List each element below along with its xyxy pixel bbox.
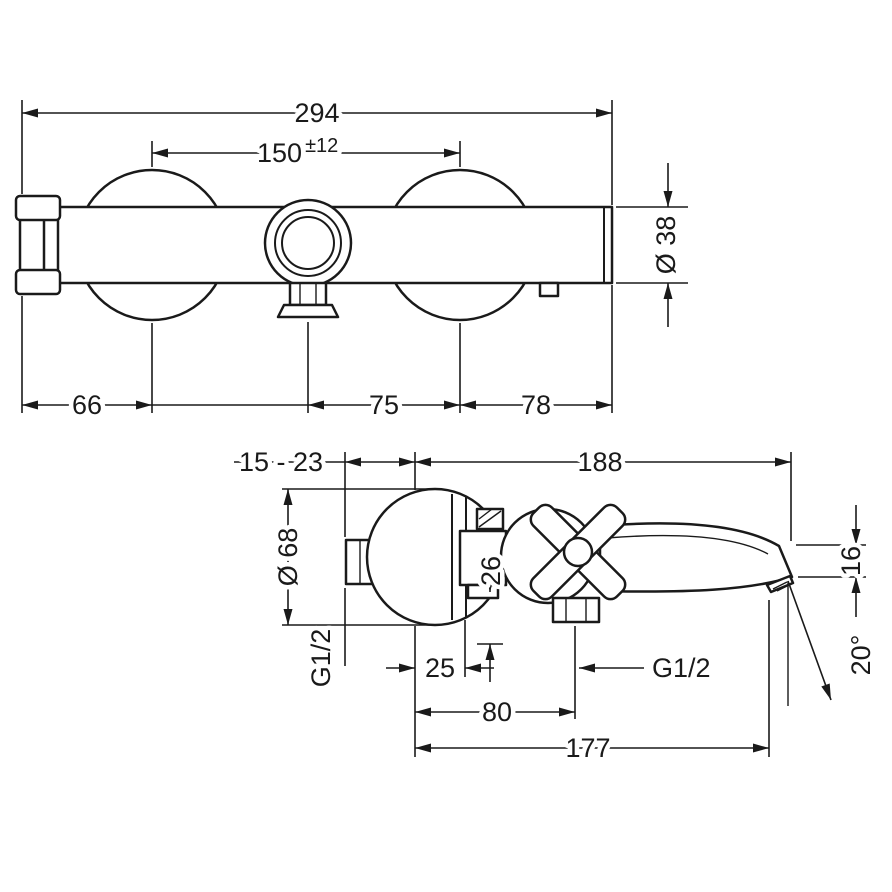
arrowhead — [559, 707, 575, 717]
mid-span-label: 75 — [369, 390, 399, 420]
arrowhead — [283, 489, 293, 505]
dim-front-offset: 25 — [386, 649, 494, 688]
side-view: 15 - 23 188 Ø 68 G1/2 26 — [234, 443, 881, 768]
dim-escutcheon-diameter: Ø 68 — [269, 489, 308, 625]
arrowhead — [415, 743, 431, 753]
spout-angle-label: 20° — [846, 635, 876, 676]
dim-vertical-offset: 26 — [472, 551, 511, 682]
front-view: 294 150±12 Ø 38 66 75 78 — [14, 94, 688, 425]
arrowhead — [345, 457, 361, 467]
front-view-extension-lines — [21, 100, 688, 413]
thermostat-knob-mid — [274, 209, 342, 277]
arrowhead — [753, 743, 769, 753]
arrowhead — [821, 683, 831, 700]
bar-diameter-label: Ø 38 — [651, 216, 681, 275]
escutcheon-diameter-label: Ø 68 — [273, 528, 303, 587]
arrowhead — [415, 707, 431, 717]
arrowhead — [399, 457, 415, 467]
outlet-thread-label: G1/2 — [652, 653, 711, 683]
dim-center-distance: 150±12 — [152, 131, 460, 173]
arrowhead — [579, 663, 595, 673]
thermostat-knob-inner — [281, 216, 335, 270]
vertical-offset-label: 26 — [476, 556, 506, 586]
arrowhead — [851, 577, 861, 593]
front-offset-label: 25 — [425, 653, 455, 683]
left-span-label: 66 — [72, 390, 102, 420]
right-span-label: 78 — [521, 390, 551, 420]
dim-total-depth: 188 — [415, 443, 791, 482]
check-valve-stub — [538, 281, 560, 298]
front-view-shapes — [14, 168, 614, 322]
arrowhead — [415, 457, 431, 467]
outlet-depth-label: 80 — [482, 697, 512, 727]
arrowhead — [775, 457, 791, 467]
arrowhead — [136, 400, 152, 410]
spout-accent-line — [606, 534, 769, 555]
wall-depth-label: 15 - 23 — [239, 447, 323, 477]
overall-width-label: 294 — [294, 98, 339, 128]
wall-bracket-bottom-tab — [14, 268, 62, 296]
arrowhead — [444, 148, 460, 158]
spout-stub-flare — [276, 303, 340, 319]
arrowhead — [596, 400, 612, 410]
arrowhead — [851, 529, 861, 545]
arrowhead — [399, 663, 415, 673]
arrowhead — [444, 400, 460, 410]
side-view-extension-lines — [282, 452, 866, 757]
wall-bracket-top-tab — [14, 194, 62, 222]
side-view-shapes — [344, 487, 795, 627]
total-depth-label: 188 — [577, 447, 622, 477]
arrowhead — [460, 400, 476, 410]
spout-stub — [288, 281, 328, 307]
dim-overall-width: 294 — [22, 94, 612, 133]
arrowhead — [485, 576, 495, 592]
arrowhead — [283, 609, 293, 625]
outlet-hex — [551, 596, 601, 624]
arrowhead — [663, 191, 673, 207]
dim-spout-tip-height: 16 — [832, 505, 871, 617]
arrowhead — [152, 148, 168, 158]
dim-bar-diameter: Ø 38 — [647, 163, 686, 327]
arrowhead — [22, 400, 38, 410]
cross-handle-hub — [562, 536, 594, 568]
dim-wall-depth: 15 - 23 — [234, 443, 415, 482]
spout-tip-height-label: 16 — [836, 546, 866, 576]
dim-outlet-thread: G1/2 — [579, 649, 715, 688]
spout-reach-label: 177 — [565, 733, 610, 763]
arrowhead — [663, 283, 673, 299]
dim-spout-reach: 177 — [415, 729, 769, 768]
arrowhead — [22, 108, 38, 118]
dim-outlet-depth: 80 — [415, 693, 575, 732]
arrowhead — [465, 663, 481, 673]
thermostat-knob-outer — [263, 198, 353, 288]
center-distance-label: 150±12 — [257, 135, 338, 168]
inlet-thread-label: G1/2 — [306, 629, 336, 688]
arrowhead — [596, 108, 612, 118]
spout — [598, 522, 794, 593]
arrowhead — [485, 644, 495, 660]
dim-bottom-chain: 66 75 78 — [22, 386, 612, 425]
arrowhead — [308, 400, 324, 410]
dim-spout-angle: 20° — [787, 580, 881, 706]
